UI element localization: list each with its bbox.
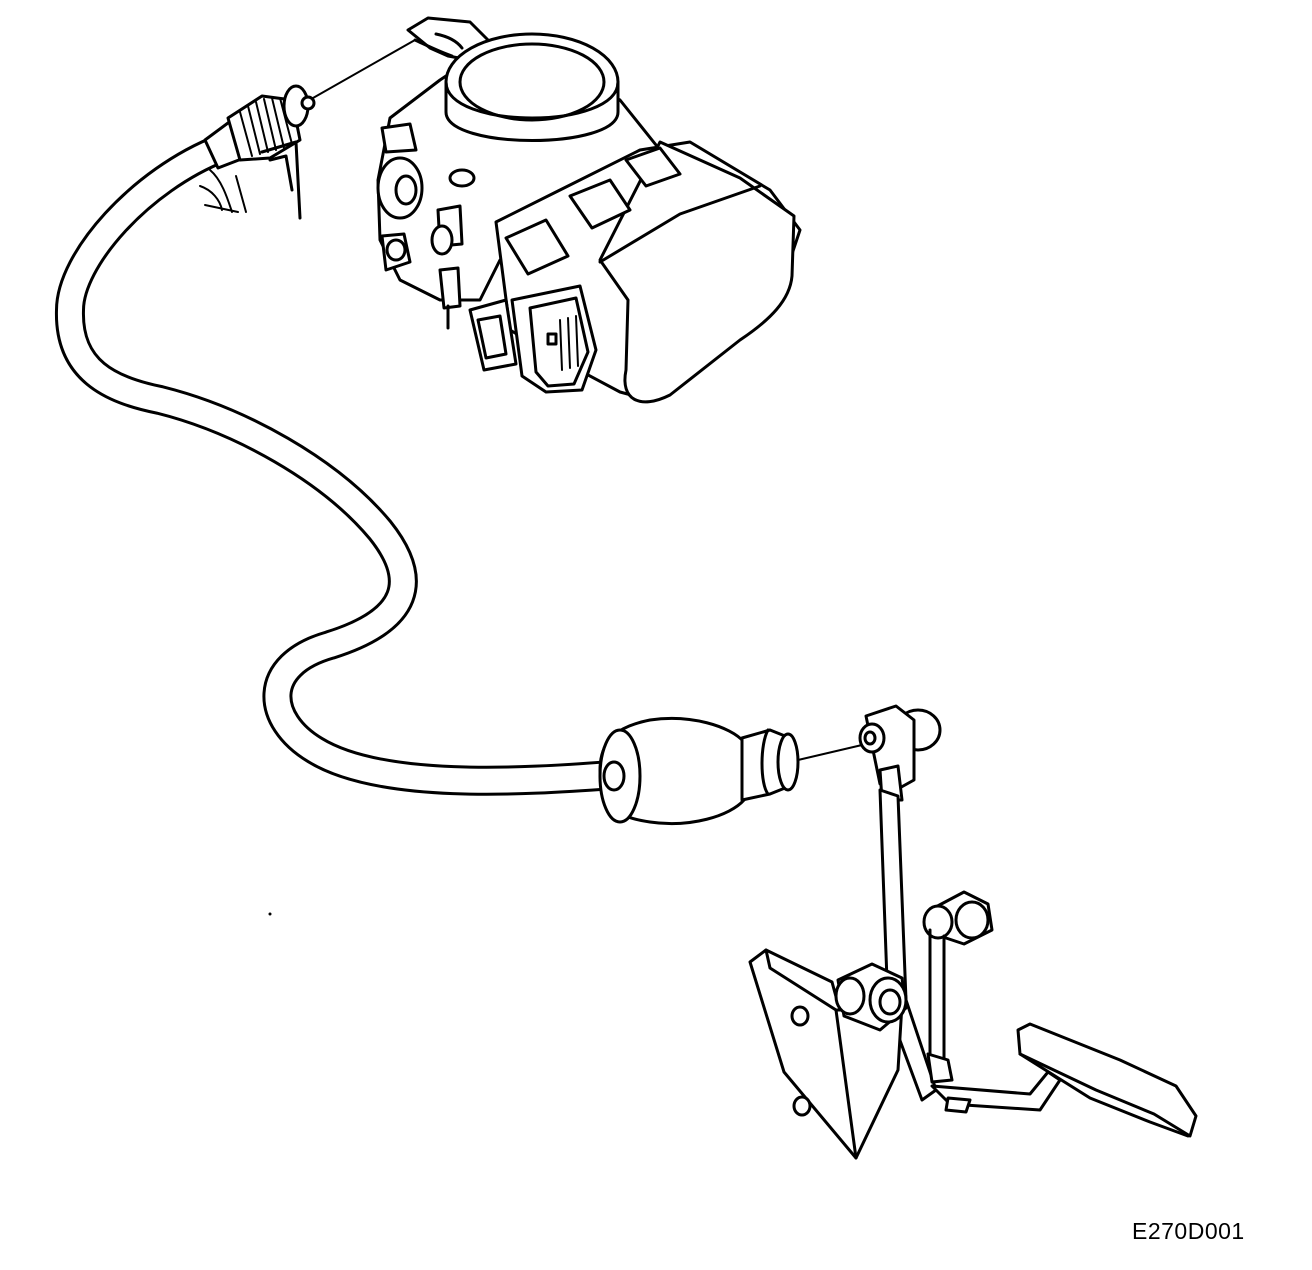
firewall-grommet (598, 716, 863, 826)
accelerator-cable (54, 133, 627, 796)
accelerator-pedal-assembly (748, 704, 1198, 1160)
cable-adjuster-fitting (199, 39, 416, 220)
throttle-body (376, 16, 802, 404)
figure-code: E270D001 (1132, 1218, 1245, 1244)
speck (268, 912, 272, 916)
